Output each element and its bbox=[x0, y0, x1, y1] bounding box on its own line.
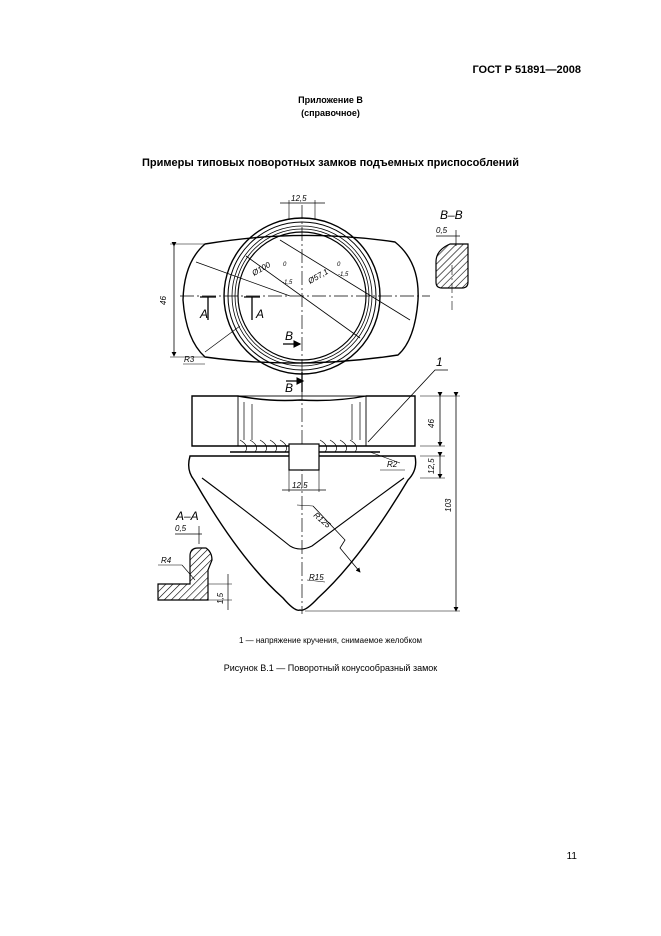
label-arrow-b-bottom: В bbox=[285, 381, 293, 395]
label-callout-1: 1 bbox=[436, 355, 443, 369]
section-aa-detail bbox=[157, 526, 232, 610]
label-height-top: 46 bbox=[159, 296, 168, 305]
label-arrow-b-top: В bbox=[285, 329, 293, 343]
cone-inner bbox=[201, 477, 405, 550]
label-height-side: 46 bbox=[427, 419, 436, 428]
label-dia-outer: Ø100 bbox=[250, 260, 273, 278]
section-bb-detail bbox=[435, 230, 469, 310]
figure-caption: Рисунок В.1 — Поворотный конусообразный … bbox=[223, 663, 438, 673]
label-r15: R15 bbox=[309, 573, 324, 582]
label-arrow-a-right: А bbox=[255, 307, 264, 321]
label-gap-aa: 0,5 bbox=[175, 524, 187, 533]
label-dia-outer-down: -1,5 bbox=[282, 280, 293, 286]
page-number: 11 bbox=[566, 851, 577, 862]
figure-legend: 1 — напряжение кручения, снимаемое желоб… bbox=[238, 636, 423, 645]
label-dim-15: 1,5 bbox=[216, 592, 225, 604]
label-width-mid: 12,5 bbox=[292, 481, 308, 490]
label-r125: R125 bbox=[312, 511, 333, 531]
label-section-bb: В–В bbox=[440, 208, 463, 222]
label-height-total: 103 bbox=[444, 498, 453, 512]
standard-code: ГОСТ Р 51891—2008 bbox=[472, 64, 581, 76]
label-dia-inner-up: 0 bbox=[337, 262, 341, 268]
label-arrow-a-left: А bbox=[199, 307, 208, 321]
label-r2: R2 bbox=[387, 460, 398, 469]
top-view bbox=[170, 200, 430, 392]
appendix-subtitle: (справочное) bbox=[301, 108, 360, 118]
front-view bbox=[187, 369, 460, 614]
appendix-title: Приложение В bbox=[298, 95, 363, 105]
label-gap-bb: 0,5 bbox=[436, 226, 448, 235]
label-r3: R3 bbox=[184, 355, 195, 364]
label-section-aa: А–А bbox=[175, 509, 199, 523]
section-title: Примеры типовых поворотных замков подъем… bbox=[142, 157, 519, 169]
label-dia-inner: Ø57,1 bbox=[306, 267, 330, 286]
label-r4: R4 bbox=[161, 556, 172, 565]
cone-outline bbox=[187, 455, 417, 611]
label-dia-outer-up: 0 bbox=[283, 262, 287, 268]
label-dia-inner-down: -1,5 bbox=[338, 272, 349, 278]
label-width-top: 12,5 bbox=[291, 194, 307, 203]
top-view-outline bbox=[182, 234, 419, 364]
label-height-step: 12,5 bbox=[427, 458, 436, 474]
